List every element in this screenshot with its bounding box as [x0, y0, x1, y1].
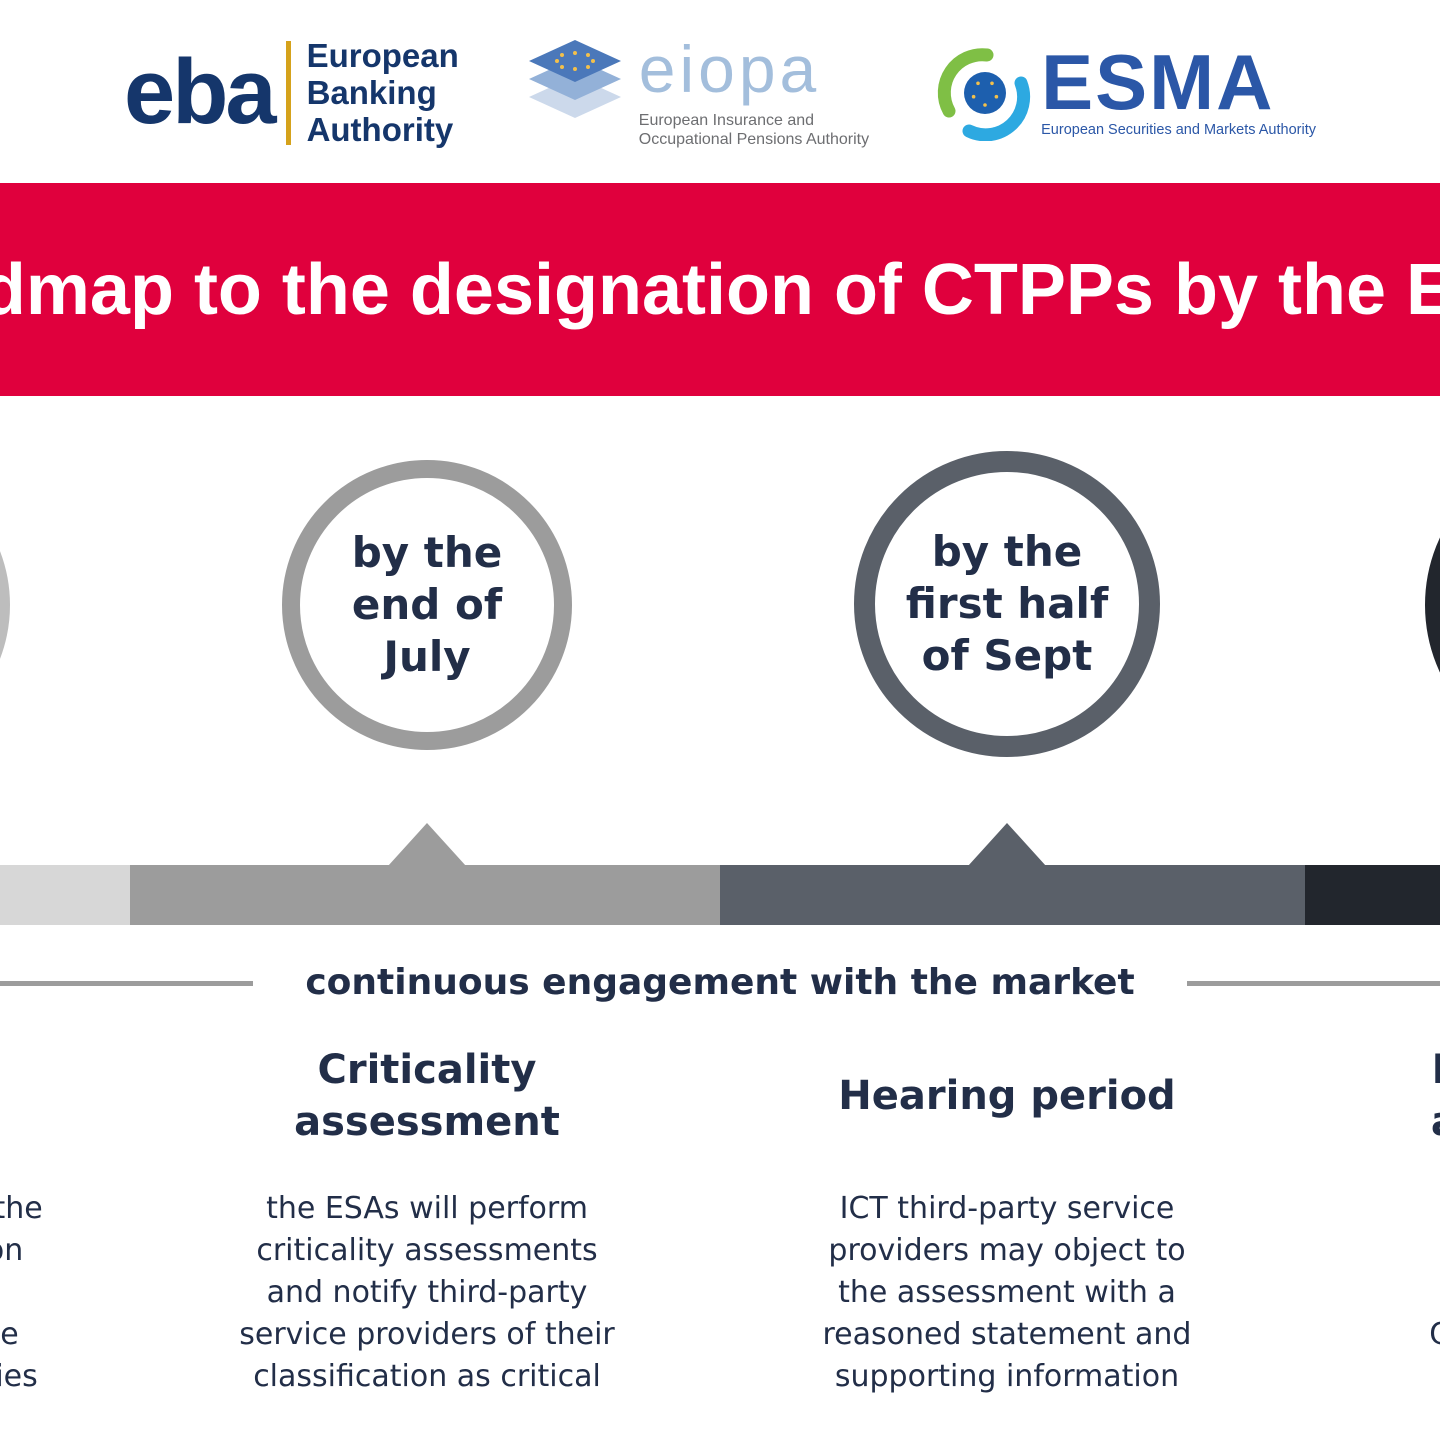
column-body-register: the authorities submit the registers of …: [0, 1191, 43, 1394]
eiopa-subtitle-line: European Insurance and: [638, 112, 815, 129]
milestone-label: by the first half of Sept: [905, 527, 1109, 680]
column-heading-final: Final decision and oversight: [1307, 1040, 1440, 1152]
engagement-line: [1186, 980, 1440, 986]
column-heading-register: Register submission: [0, 1040, 127, 1152]
logo-row: eba European Banking Authority: [0, 36, 1440, 149]
milestone-pointer: [388, 823, 466, 866]
timeline-bar-segment: [720, 865, 1305, 925]
engagement-label: continuous engagement with the market: [305, 962, 1135, 1003]
eiopa-subtitle: European Insurance and Occupational Pens…: [639, 111, 869, 149]
eba-name-lines: European Banking Authority: [307, 37, 459, 148]
esma-subtitle: European Securities and Markets Authorit…: [1041, 121, 1316, 138]
eiopa-subtitle-line: Occupational Pensions Authority: [638, 131, 870, 148]
column-body-hearing: ICT third-party service providers may ob…: [822, 1191, 1192, 1394]
eba-logo: eba European Banking Authority: [124, 37, 459, 148]
esma-wordmark: ESMA: [1041, 37, 1275, 126]
timeline-bar-segment: [130, 865, 720, 925]
eiopa-logo: eiopa European Insurance and Occupationa…: [523, 36, 869, 149]
engagement-line: [0, 980, 254, 986]
timeline-bar-segment: [0, 865, 130, 925]
milestone-pointer: [968, 823, 1046, 866]
timeline-bar-segment: [1305, 865, 1440, 925]
column-heading-hearing: Hearing period: [838, 1073, 1176, 1119]
eba-name-line: Authority: [306, 111, 454, 148]
title-banner: Roadmap to the designation of CTPPs by t…: [0, 183, 1440, 396]
eba-divider: [285, 40, 291, 145]
eiopa-text-block: eiopa European Insurance and Occupationa…: [639, 36, 869, 149]
column-body-final: after the hearing the ESAs will publish …: [1429, 1317, 1440, 1352]
column-body-criticality: the ESAs will perform criticality assess…: [239, 1191, 615, 1394]
milestone-circle-april: by the end of April: [0, 455, 10, 755]
page-title: Roadmap to the designation of CTPPs by t…: [0, 249, 1440, 330]
eba-name-line: Banking: [306, 74, 437, 111]
eba-wordmark: eba: [124, 41, 277, 144]
eiopa-layers-icon: [528, 40, 621, 118]
esma-swirl-icon: [937, 47, 1031, 141]
column-heading-criticality: Criticality assessment: [294, 1047, 560, 1145]
milestone-label: by the end of July: [351, 528, 503, 681]
eba-name-line: European: [306, 37, 459, 74]
esma-text-block: ESMA European Securities and Markets Aut…: [1041, 37, 1316, 138]
milestone-circle-2025: by the end of 2025: [1425, 445, 1440, 765]
milestone-circle-july: by the end of July: [282, 460, 572, 750]
eiopa-wordmark: eiopa: [638, 32, 821, 106]
engagement-bracket: continuous engagement with the market: [0, 960, 1440, 1006]
milestone-circle-sept: by the first half of Sept: [854, 451, 1160, 757]
esma-logo: ESMA European Securities and Markets Aut…: [933, 37, 1316, 141]
